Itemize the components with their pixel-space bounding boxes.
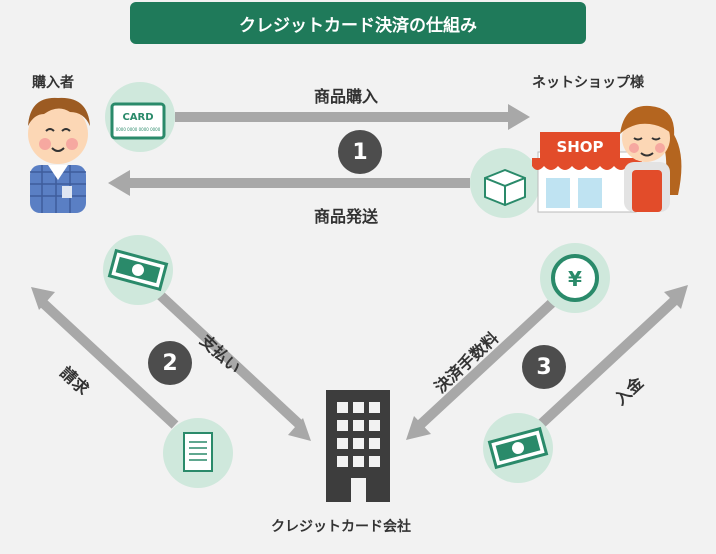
shop-label: ネットショップ様 bbox=[532, 75, 644, 91]
title-banner: クレジットカード決済の仕組み bbox=[130, 2, 586, 44]
step-badge-3: 3 bbox=[522, 345, 566, 389]
money-badge-payment bbox=[103, 235, 173, 305]
building-icon bbox=[326, 390, 390, 502]
buyer-label: 購入者 bbox=[32, 75, 74, 91]
payment-arrow bbox=[156, 291, 311, 441]
card-text: CARD bbox=[122, 112, 153, 123]
shop-sign: SHOP bbox=[556, 138, 603, 156]
purchase-label: 商品購入 bbox=[314, 87, 379, 106]
company-label: クレジットカード会社 bbox=[271, 519, 411, 535]
fee-arrow bbox=[406, 296, 559, 440]
card-number: 0000 0000 0000 0000 bbox=[116, 127, 161, 132]
page-title: クレジットカード決済の仕組み bbox=[239, 15, 477, 36]
card-badge: CARD 0000 0000 0000 0000 bbox=[105, 82, 175, 152]
yen-icon: ¥ bbox=[568, 267, 582, 291]
shipping-label: 商品発送 bbox=[314, 207, 379, 226]
purchase-arrow bbox=[175, 104, 530, 130]
deposit-arrow bbox=[536, 285, 688, 429]
yen-badge: ¥ bbox=[540, 243, 610, 313]
billing-arrow bbox=[31, 287, 179, 429]
document-badge bbox=[163, 418, 233, 488]
shop-figure: SHOP bbox=[532, 105, 682, 213]
money-badge-deposit bbox=[483, 413, 553, 483]
shipping-arrow bbox=[108, 170, 470, 196]
step-badge-2: 2 bbox=[148, 341, 192, 385]
step-badge-1: 1 bbox=[338, 130, 382, 174]
buyer-figure bbox=[28, 97, 90, 213]
package-badge bbox=[470, 148, 540, 218]
